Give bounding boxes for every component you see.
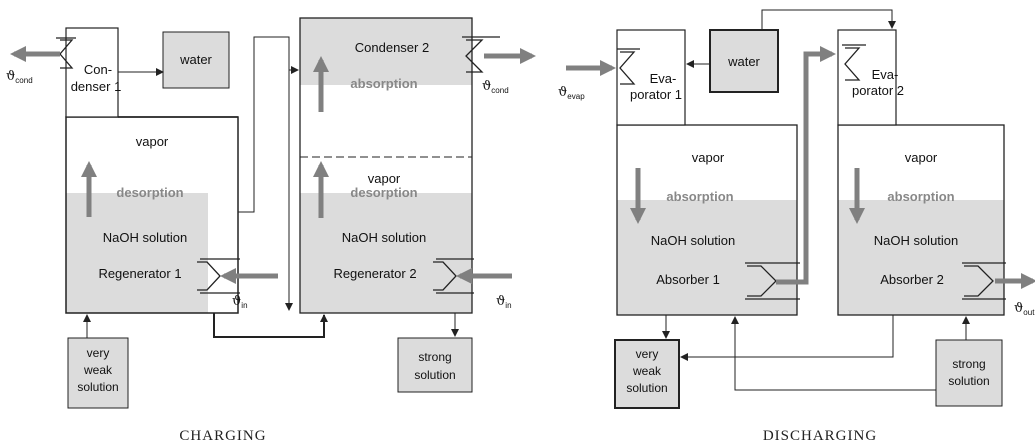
very-weak-box-charging [67,337,129,409]
naoh-label-2: NaOH solution [342,230,427,245]
desorption-label-2: desorption [350,185,417,200]
very-weak-line1-discharging: very [636,347,659,361]
regenerator2-label: Regenerator 2 [333,266,416,281]
strong-line1-discharging: strong [952,357,985,371]
condenser1-label-line1: Con- [84,62,112,77]
theta-cond-2: ϑcond [482,79,509,95]
absorber1-to-evaporator2-heat [776,46,836,285]
very-weak-line1-charging: very [87,346,110,360]
vapor-label-3: vapor [692,150,725,165]
absorption-label-charging: absorption [350,76,417,91]
very-weak-line3-discharging: solution [626,381,667,395]
absorber2-label: Absorber 2 [880,272,944,287]
water-label-charging: water [179,52,212,67]
water-return-pipe [288,66,299,310]
condenser1-box [65,27,119,118]
strong-box-discharging [935,339,1003,407]
very-weak-line2-charging: weak [83,363,113,377]
water-to-condenser2-pipe [238,36,293,311]
discharging-panel: Eva- porator 1 ϑevap water vapor absorpt… [558,9,1035,444]
naoh-label-1: NaOH solution [103,230,188,245]
theta-in-1: ϑin [232,294,248,310]
condenser1-label-line2: denser 1 [71,79,122,94]
theta-cond-1: ϑcond [6,69,33,85]
regenerator1-label: Regenerator 1 [98,266,181,281]
very-weak-line3-charging: solution [77,380,118,394]
absorption-label-d1: absorption [666,189,733,204]
caption-charging: CHARGING [179,428,266,444]
water-box-discharging [709,29,779,93]
strong-line2-discharging: solution [948,374,989,388]
evaporator2-label-line1: Eva- [872,67,899,82]
absorber2-hx-icon [964,265,994,297]
theta-in-2: ϑin [496,294,512,310]
water-to-evaporator2 [761,9,896,30]
strong-box-charging [397,337,473,393]
vapor-label-4: vapor [905,150,938,165]
evaporator2-box [837,29,897,126]
naoh-label-3: NaOH solution [651,233,736,248]
absorber2-vessel [837,124,1005,316]
vapor-label-2: vapor [368,171,401,186]
charging-panel: water Con- denser 1 ϑcond vapor desorpti… [6,17,536,444]
regenerator-link-pipe [213,313,328,338]
evaporator2-hx-icon [844,47,861,81]
condenser2-hx-icon [465,39,484,73]
very-weak-box-discharging [614,339,680,409]
evaporator1-label-line2: porator 1 [630,87,682,102]
very-weak-line2-discharging: weak [632,364,662,378]
naoh-label-4: NaOH solution [874,233,959,248]
absorber2-liquid-fill [838,200,1004,315]
absorber1-label: Absorber 1 [656,272,720,287]
absorption-label-d2: absorption [887,189,954,204]
evaporator2-label-line2: porator 2 [852,83,904,98]
theta-evap: ϑevap [558,85,585,101]
condenser2-fill [300,18,472,85]
strong-line2-charging: solution [414,368,455,382]
water-box-charging [162,31,230,89]
absorber1-vessel [616,124,798,316]
evaporator1-label-line1: Eva- [650,71,677,86]
desorption-label-1: desorption [116,185,183,200]
strong-line1-charging: strong [418,350,451,364]
caption-discharging: DISCHARGING [763,428,877,444]
evaporator1-hx-icon [619,51,636,85]
regenerator2-vessel [299,17,473,314]
theta-out: ϑout [1014,301,1035,317]
strong-to-absorber1 [731,316,936,391]
regenerator2-liquid-fill [300,193,472,313]
condenser2-label: Condenser 2 [355,40,429,55]
absorber1-liquid-fill [617,200,797,315]
vapor-label-1: vapor [136,134,169,149]
absorber2-to-very-weak [680,315,894,361]
water-label-discharging: water [727,54,760,69]
